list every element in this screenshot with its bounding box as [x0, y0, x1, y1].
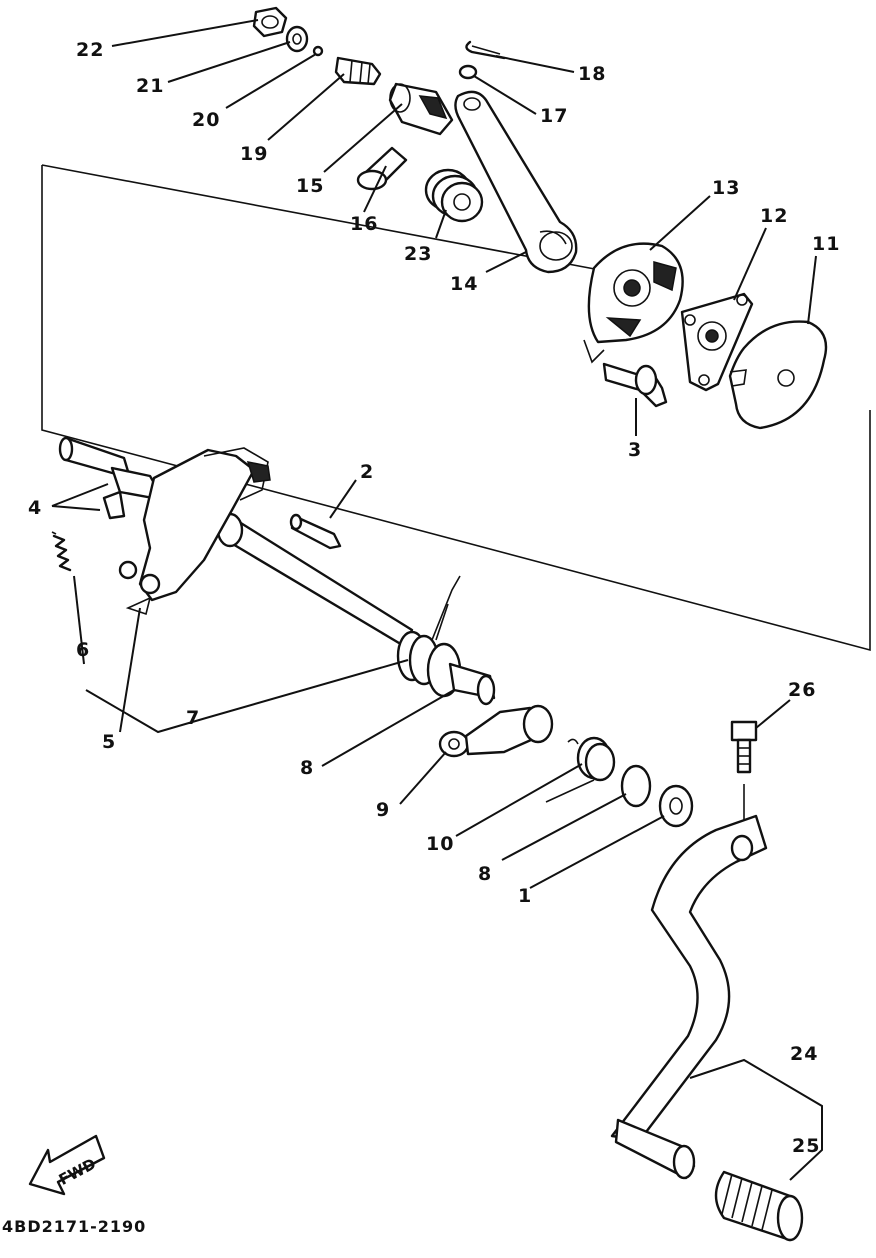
- part-10-spring: [545, 736, 616, 803]
- callout-22: 22: [76, 39, 104, 61]
- part-7-shift-shaft: [58, 436, 414, 648]
- callout-12: 12: [760, 205, 788, 227]
- callout-20: 20: [192, 109, 220, 131]
- part-14-shift-arm: [454, 90, 578, 274]
- callout-3: 3: [628, 439, 642, 461]
- callout-11: 11: [812, 233, 840, 255]
- part-13-plate: [583, 242, 684, 364]
- part-8-collar: [396, 575, 496, 706]
- callout-19: 19: [240, 143, 268, 165]
- part-26-bolt: [730, 720, 758, 820]
- part-11-cover: [728, 320, 828, 430]
- part-1-bush: [658, 784, 694, 828]
- callout-26: 26: [788, 679, 816, 701]
- assembly-group-outline: [41, 164, 871, 652]
- part-2-pin: [289, 513, 342, 550]
- part-22-nut: [252, 6, 288, 38]
- callout-1: 1: [518, 885, 532, 907]
- callout-18: 18: [578, 63, 606, 85]
- callout-9: 9: [376, 799, 390, 821]
- part-18-cotter-pin: [465, 40, 506, 60]
- callout-8-lower: 8: [478, 863, 492, 885]
- callout-labels: 22 21 20 19 15 16 23 14 17 18 13 12 11 3…: [28, 39, 840, 1157]
- part-3-bolt: [602, 362, 668, 408]
- callout-2: 2: [360, 461, 374, 483]
- callout-6: 6: [76, 639, 90, 661]
- leader-lines: [51, 19, 823, 1181]
- callout-17: 17: [540, 105, 568, 127]
- part-15-joint: [388, 82, 454, 136]
- callout-10: 10: [426, 833, 454, 855]
- callout-13: 13: [712, 177, 740, 199]
- callout-15: 15: [296, 175, 324, 197]
- callout-25: 25: [792, 1135, 820, 1157]
- callout-23: 23: [404, 243, 432, 265]
- callout-14: 14: [450, 273, 478, 295]
- callout-24: 24: [790, 1043, 818, 1065]
- part-12-plate: [680, 292, 754, 392]
- part-20-ring: [312, 45, 324, 57]
- part-6-spring: [51, 531, 72, 572]
- drawing-number: 4BD2171-2190: [2, 1217, 146, 1236]
- part-8-washer: [620, 764, 652, 808]
- callout-4: 4: [28, 497, 42, 519]
- callout-7: 7: [186, 707, 200, 729]
- part-9-lever: [438, 704, 554, 758]
- part-25-pedal-rubber: [714, 1170, 804, 1242]
- part-24-shift-pedal: [610, 814, 768, 1180]
- part-19-bolt: [334, 56, 382, 86]
- part-16-pin: [356, 146, 408, 191]
- callout-16: 16: [350, 213, 378, 235]
- part-23-spring: [424, 168, 484, 223]
- callout-5: 5: [102, 731, 116, 753]
- fwd-arrow-icon: FWD: [28, 1134, 106, 1196]
- part-21-washer: [285, 25, 309, 53]
- part-17-clip: [458, 64, 478, 80]
- callout-21: 21: [136, 75, 164, 97]
- callout-8-upper: 8: [300, 757, 314, 779]
